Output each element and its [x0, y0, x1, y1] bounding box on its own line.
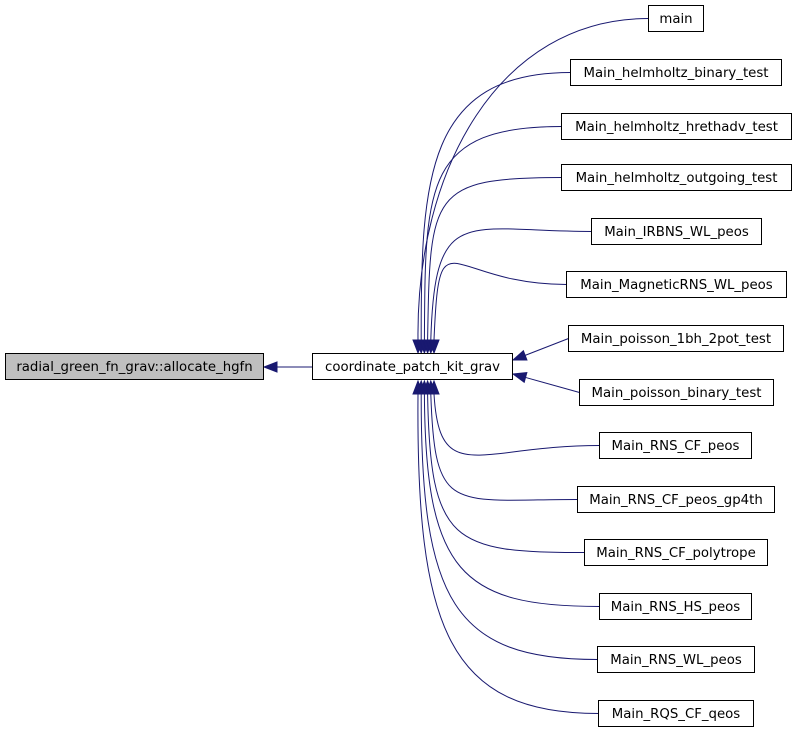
node-main-poisson-binary-test-label: Main_poisson_binary_test [592, 386, 762, 401]
edge-main-rns-cf-peos-to-hub [433, 393, 600, 456]
callers-layer: mainMain_helmholtz_binary_testMain_helmh… [561, 5, 792, 727]
node-main-irbns-wl-peos[interactable]: Main_IRBNS_WL_peos [591, 218, 762, 245]
node-main-magneticrns-wl-peos-label: Main_MagneticRNS_WL_peos [580, 278, 773, 293]
node-main-rns-wl-peos[interactable]: Main_RNS_WL_peos [597, 646, 755, 673]
node-main-rns-cf-polytrope[interactable]: Main_RNS_CF_polytrope [584, 539, 768, 566]
node-main-rns-hs-peos-label: Main_RNS_HS_peos [611, 600, 741, 615]
arrowhead-main-poisson-1bh-2pot-test [511, 349, 528, 361]
node-main-magneticrns-wl-peos-box [566, 271, 787, 298]
node-main-rns-wl-peos-label: Main_RNS_WL_peos [610, 653, 742, 668]
node-main-rns-cf-peos-gp4th[interactable]: Main_RNS_CF_peos_gp4th [577, 486, 775, 513]
node-root-box [5, 353, 264, 380]
node-main-rns-cf-peos-box [599, 432, 752, 459]
node-root-label: radial_green_fn_grav::allocate_hgfn [16, 360, 252, 375]
edge-main-rns-cf-polytrope-to-hub [427, 393, 585, 553]
arrowhead-main-magneticrns-wl-peos [428, 339, 440, 355]
edge-main-rns-cf-peos-gp4th-to-hub [430, 393, 578, 501]
edge-main-helmholtz-hrethadv-test-to-hub [423, 126, 562, 341]
node-main-rns-cf-peos-label: Main_RNS_CF_peos [612, 439, 740, 454]
node-main[interactable]: main [648, 5, 704, 32]
edge-main-helmholtz-binary-test-to-hub [420, 72, 571, 341]
node-main-rns-cf-peos-gp4th-label: Main_RNS_CF_peos_gp4th [589, 493, 763, 508]
edge-main-magneticrns-wl-peos-to-hub [433, 262, 567, 341]
node-root[interactable]: radial_green_fn_grav::allocate_hgfn [5, 353, 264, 380]
edge-main-poisson-binary-test-to-hub [525, 376, 580, 393]
node-main-rns-hs-peos[interactable]: Main_RNS_HS_peos [599, 593, 752, 620]
node-main-helmholtz-binary-test-box [570, 59, 782, 86]
node-main-rqs-cf-qeos-box [598, 700, 754, 727]
node-main-rns-cf-peos-gp4th-box [577, 486, 775, 513]
edge-main-rns-wl-peos-to-hub [420, 393, 598, 660]
node-main-helmholtz-outgoing-test[interactable]: Main_helmholtz_outgoing_test [561, 164, 792, 191]
node-main-irbns-wl-peos-label: Main_IRBNS_WL_peos [604, 225, 749, 240]
edge-main-rns-hs-peos-to-hub [423, 393, 600, 607]
node-main-helmholtz-hrethadv-test-box [561, 113, 792, 140]
node-main-label: main [659, 12, 692, 27]
edge-main-helmholtz-outgoing-test-to-hub [427, 177, 562, 341]
node-main-rqs-cf-qeos[interactable]: Main_RQS_CF_qeos [598, 700, 754, 727]
node-main-helmholtz-binary-test[interactable]: Main_helmholtz_binary_test [570, 59, 782, 86]
edge-main-poisson-1bh-2pot-test-to-hub [524, 338, 569, 356]
node-main-poisson-binary-test[interactable]: Main_poisson_binary_test [579, 379, 774, 406]
node-main-rqs-cf-qeos-label: Main_RQS_CF_qeos [612, 707, 741, 722]
edge-main-irbns-wl-peos-to-hub [430, 228, 592, 341]
node-main-helmholtz-hrethadv-test-label: Main_helmholtz_hrethadv_test [575, 120, 778, 135]
node-main-helmholtz-binary-test-label: Main_helmholtz_binary_test [584, 66, 769, 81]
node-main-poisson-1bh-2pot-test-label: Main_poisson_1bh_2pot_test [581, 332, 771, 347]
node-hub[interactable]: coordinate_patch_kit_grav [312, 353, 513, 380]
edge-main-rqs-cf-qeos-to-hub [417, 393, 599, 714]
arrowhead-main-rqs-cf-qeos [412, 379, 424, 395]
node-hub-label: coordinate_patch_kit_grav [325, 360, 500, 375]
node-main-helmholtz-hrethadv-test[interactable]: Main_helmholtz_hrethadv_test [561, 113, 792, 140]
node-main-poisson-binary-test-box [579, 379, 774, 406]
node-main-rns-cf-polytrope-box [584, 539, 768, 566]
node-main-poisson-1bh-2pot-test[interactable]: Main_poisson_1bh_2pot_test [568, 325, 784, 352]
node-main-rns-hs-peos-box [599, 593, 752, 620]
edges-layer [262, 18, 649, 714]
node-main-helmholtz-outgoing-test-box [561, 164, 792, 191]
node-main-irbns-wl-peos-box [591, 218, 762, 245]
arrowhead-main-poisson-binary-test [511, 372, 528, 384]
node-main-helmholtz-outgoing-test-label: Main_helmholtz_outgoing_test [576, 171, 778, 186]
node-main-rns-cf-peos[interactable]: Main_RNS_CF_peos [599, 432, 752, 459]
node-main-box [648, 5, 704, 32]
node-main-rns-wl-peos-box [597, 646, 755, 673]
node-main-poisson-1bh-2pot-test-box [568, 325, 784, 352]
node-main-rns-cf-polytrope-label: Main_RNS_CF_polytrope [596, 546, 756, 561]
node-hub-box [312, 353, 513, 380]
node-main-magneticrns-wl-peos[interactable]: Main_MagneticRNS_WL_peos [566, 271, 787, 298]
arrowhead-root [262, 361, 278, 373]
